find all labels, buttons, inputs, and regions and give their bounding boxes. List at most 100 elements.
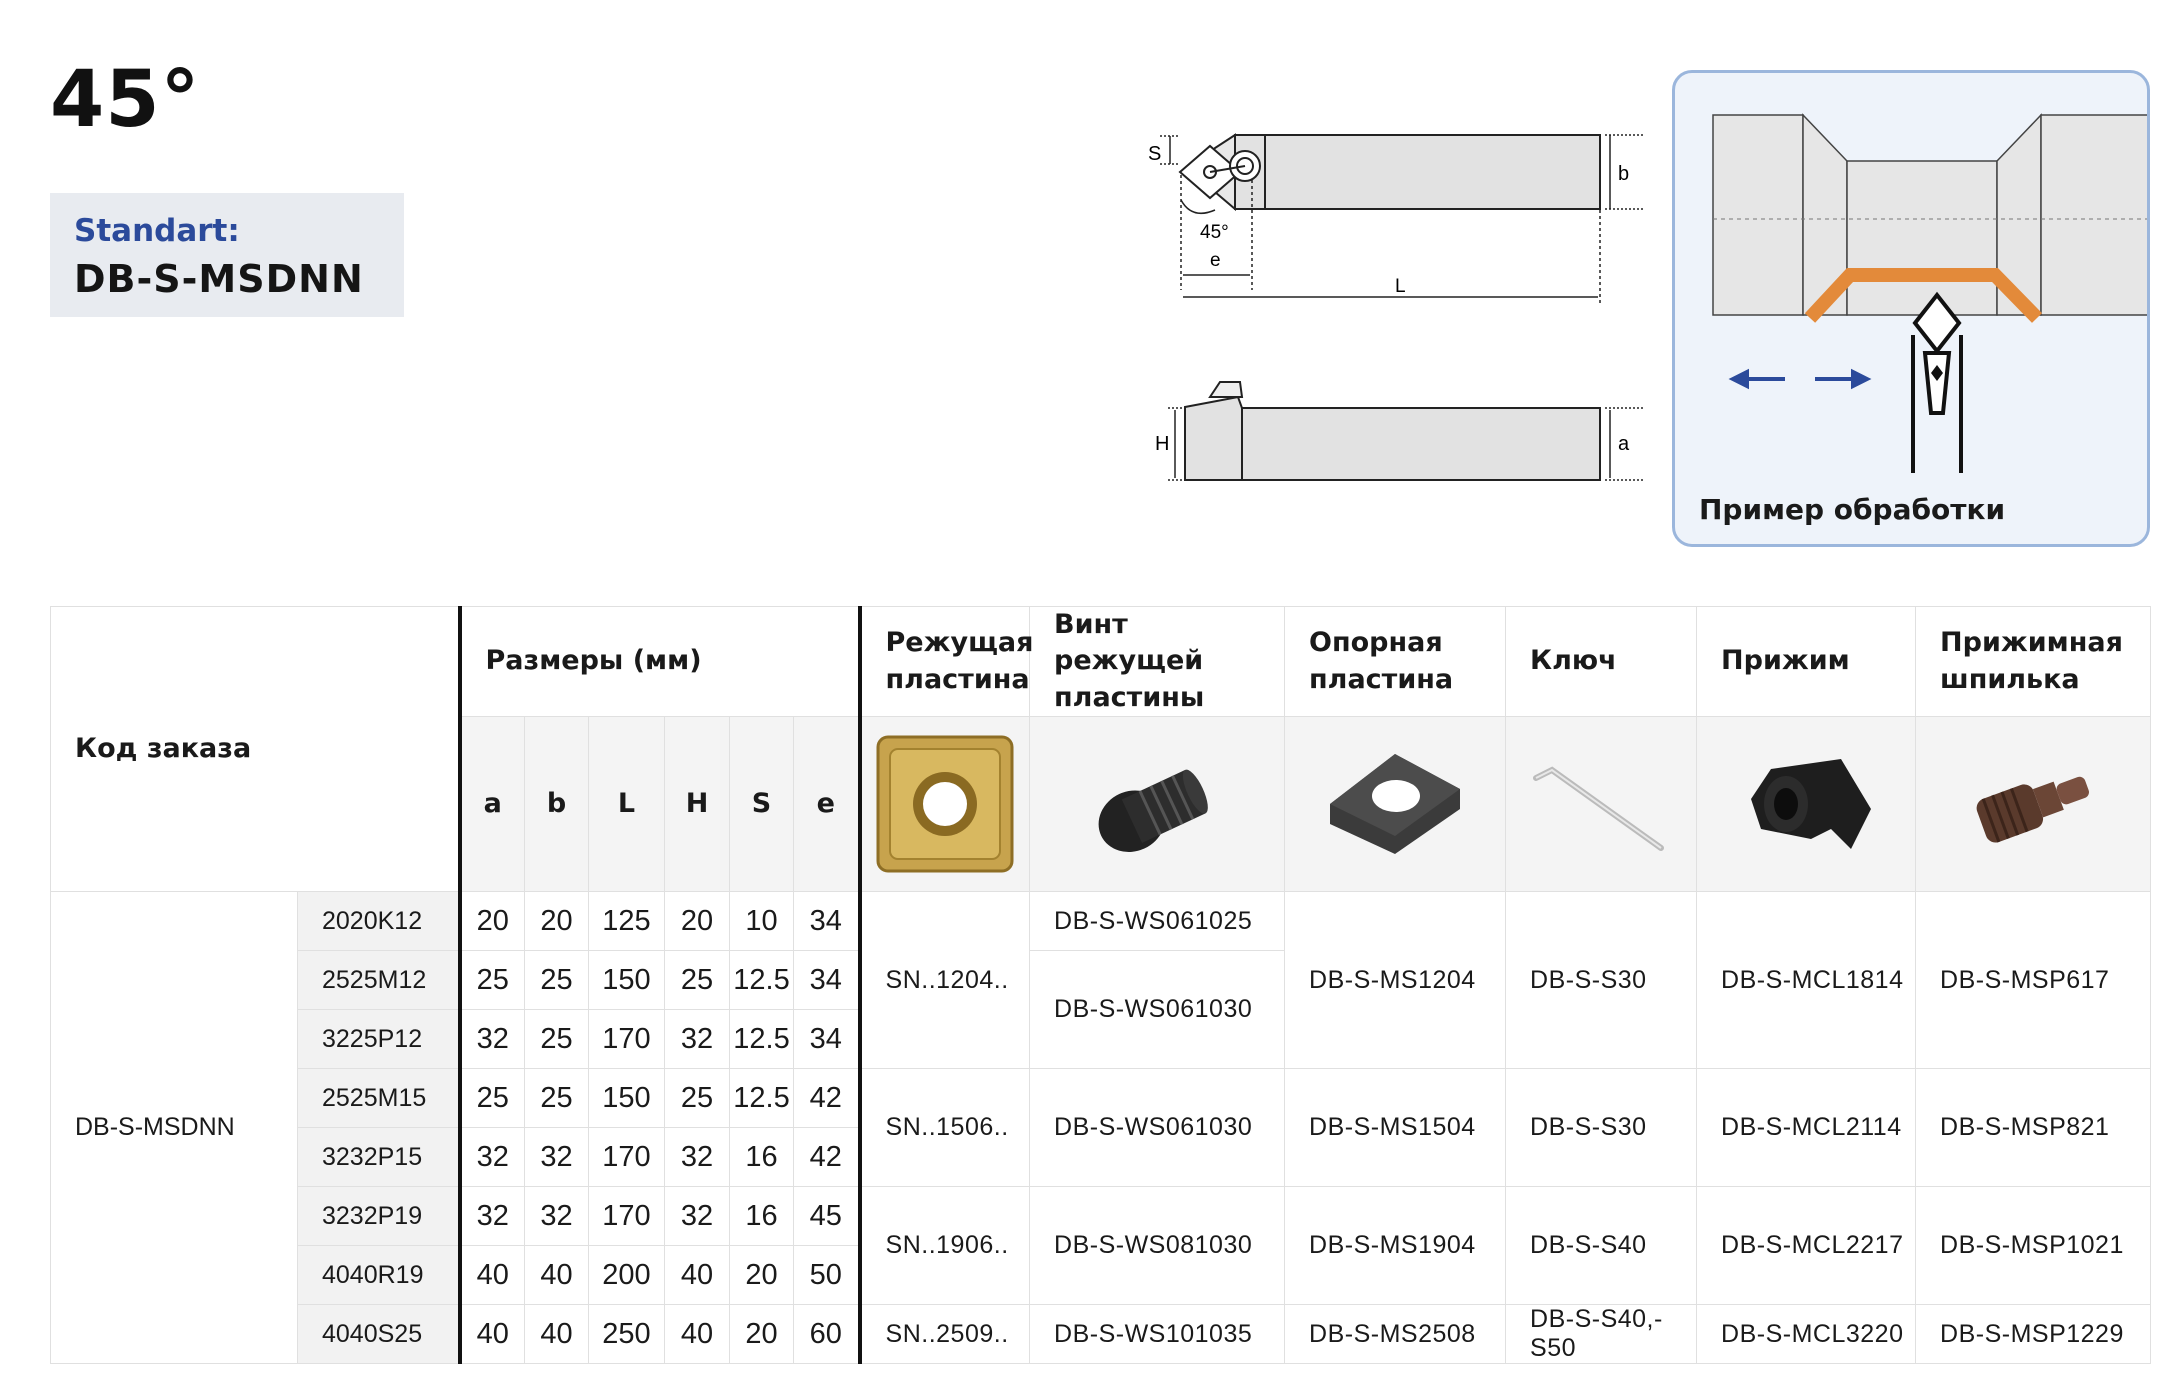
screw-cell: DB-S-WS101035 [1029, 1304, 1286, 1365]
insert-cell: SN..2509.. [859, 1304, 1031, 1365]
dim-value: 20 [524, 891, 589, 952]
size-code: 3225P12 [297, 1009, 460, 1070]
clamp-icon [1751, 759, 1872, 850]
dim-value: 25 [457, 950, 525, 1011]
dim-value: 25 [524, 1009, 589, 1070]
shim-image [1284, 716, 1507, 893]
dim-col-e: e [792, 716, 862, 893]
size-code: 2525M15 [297, 1068, 460, 1129]
machining-illustration [1712, 113, 2147, 493]
dim-value: 12.5 [729, 950, 794, 1011]
table-row: 2525M12 25 25 150 25 12.5 34 DB-S-WS0610… [51, 950, 2151, 1070]
dim-H-label: H [1155, 433, 1169, 455]
dim-value: 20 [457, 891, 525, 952]
dim-b-label: b [1618, 163, 1629, 185]
clamp-cell: DB-S-MCL3220 [1696, 1304, 1917, 1365]
insert-cell: SN..1204.. [859, 891, 1031, 1070]
dim-value: 32 [457, 1127, 525, 1188]
insert-cell: SN..1906.. [859, 1186, 1031, 1306]
clamp-pin-cell: DB-S-MSP821 [1915, 1068, 2152, 1188]
dim-value: 40 [664, 1304, 730, 1365]
key-image [1505, 716, 1698, 893]
order-code-header: Код заказа [50, 605, 460, 893]
standard-label: Standart: [74, 213, 240, 249]
dim-value: 34 [792, 1009, 862, 1070]
table-row: DB-S-MSDNN 2020K12 20 20 125 20 10 34 SN… [50, 891, 2152, 1365]
machining-example-caption: Пример обработки [1699, 493, 2006, 526]
clamp-pin-icon [1976, 777, 2089, 843]
key-header: Ключ [1505, 605, 1698, 718]
dim-value: 25 [524, 1068, 589, 1129]
key-icon [1533, 766, 1665, 852]
dim-value: 32 [664, 1186, 730, 1247]
dim-value: 40 [664, 1245, 730, 1306]
screw-cell: DB-S-WS061025 [1029, 891, 1286, 952]
dim-col-H: H [664, 716, 730, 893]
clamp-cell: DB-S-MCL2217 [1696, 1186, 1917, 1306]
dim-s-label: S [1148, 143, 1161, 165]
dim-value: 60 [792, 1304, 862, 1365]
dim-value: 32 [664, 1127, 730, 1188]
dim-value: 40 [457, 1245, 525, 1306]
dim-value: 32 [664, 1009, 730, 1070]
screw-cell: DB-S-WS061030 [1029, 1068, 1286, 1188]
table-row: 3232P19 32 32 170 32 16 45 SN..1906.. DB… [51, 1186, 2152, 1306]
dim-value: 25 [457, 1068, 525, 1129]
clamp-image [1696, 716, 1917, 893]
size-code: 3232P15 [297, 1127, 460, 1188]
dim-value: 40 [524, 1245, 589, 1306]
dim-value: 25 [664, 1068, 730, 1129]
dimensions-header: Размеры (мм) [457, 605, 862, 718]
shim-cell: DB-S-MS1204 [1284, 891, 1507, 1070]
screw-cell: DB-S-WS081030 [1029, 1186, 1286, 1306]
dim-value: 10 [729, 891, 794, 952]
screw-cell: DB-S-WS061030 [1029, 950, 1286, 1070]
spec-table: Код заказа Размеры (мм) Режущая пластина… [50, 605, 2152, 1365]
shim-cell: DB-S-MS1904 [1284, 1186, 1507, 1306]
clamp-pin-cell: DB-S-MSP617 [1915, 891, 2152, 1070]
table-row: 4040S25 40 40 250 40 20 60 SN..2509.. DB… [51, 1304, 2152, 1365]
dim-col-L: L [588, 716, 665, 893]
key-cell: DB-S-S40 [1505, 1186, 1698, 1306]
dim-value: 32 [457, 1009, 525, 1070]
dim-value: 170 [588, 1127, 665, 1188]
insert-icon [876, 735, 1014, 873]
dim-value: 170 [588, 1009, 665, 1070]
dim-value: 250 [588, 1304, 665, 1365]
dim-value: 32 [524, 1186, 589, 1247]
dim-e-label: e [1210, 250, 1221, 271]
dim-value: 20 [664, 891, 730, 952]
table-row: 3225P12 32 25 170 32 12.5 34 [51, 1009, 2151, 1070]
dim-value: 32 [524, 1127, 589, 1188]
dim-value: 34 [792, 891, 862, 952]
dim-value: 42 [792, 1127, 862, 1188]
dim-value: 150 [588, 950, 665, 1011]
dim-value: 170 [588, 1186, 665, 1247]
dim-col-S: S [729, 716, 794, 893]
insert-image [859, 716, 1031, 893]
dim-value: 40 [457, 1304, 525, 1365]
dim-value: 32 [457, 1186, 525, 1247]
clamp-header: Прижим [1696, 605, 1917, 718]
dim-value: 150 [588, 1068, 665, 1129]
table-row: 2525M15 25 25 150 25 12.5 42 SN..1506.. … [51, 1068, 2152, 1188]
size-code: 2525M12 [297, 950, 460, 1011]
dim-value: 34 [792, 950, 862, 1011]
clamp-pin-cell: DB-S-MSP1229 [1915, 1304, 2152, 1365]
size-code: 2020K12 [297, 891, 460, 952]
dim-value: 16 [729, 1127, 794, 1188]
dim-a-label: a [1618, 433, 1630, 455]
clamp-cell: DB-S-MCL2114 [1696, 1068, 1917, 1188]
shim-cell: DB-S-MS1504 [1284, 1068, 1507, 1188]
dim-value: 45 [792, 1186, 862, 1247]
page-title: 45° [50, 55, 201, 145]
dim-value: 25 [664, 950, 730, 1011]
clamp-cell: DB-S-MCL1814 [1696, 891, 1917, 1070]
dim-col-a: a [457, 716, 525, 893]
tool-drawing: S b 45° e L H a [1148, 133, 1645, 481]
table-row: 3232P15 32 32 170 32 16 42 [51, 1127, 2151, 1188]
key-cell: DB-S-S40,-S50 [1505, 1304, 1698, 1365]
dim-value: 25 [524, 950, 589, 1011]
dim-value: 16 [729, 1186, 794, 1247]
dim-value: 20 [729, 1245, 794, 1306]
